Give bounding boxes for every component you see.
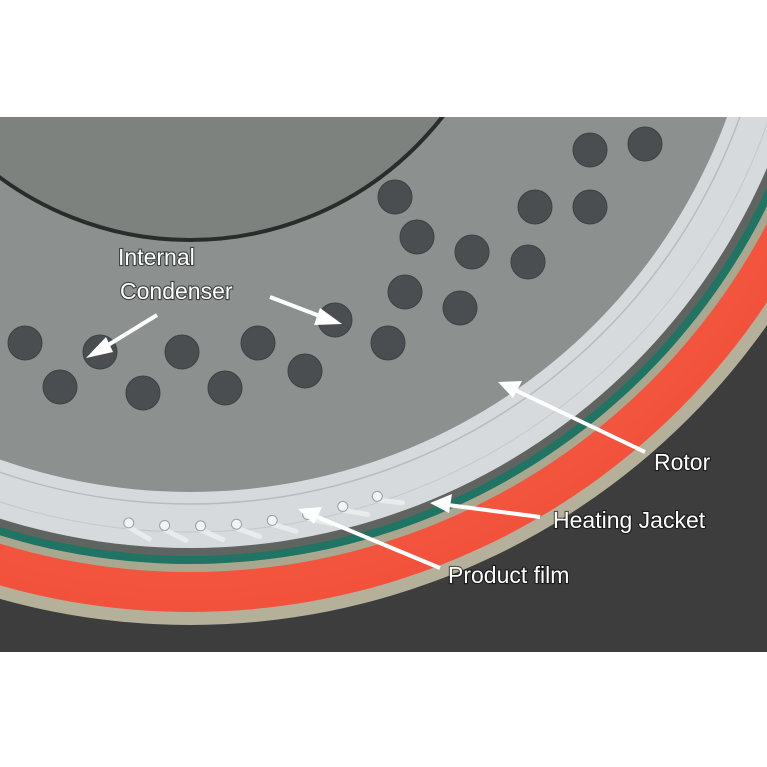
rotor-arrowhead: [498, 381, 522, 398]
wiper-blade: [371, 490, 406, 506]
label-internal-condenser-line1: Internal: [118, 244, 195, 270]
internal-condenser-arrowhead-2: [314, 308, 342, 325]
condenser-tube: [42, 369, 78, 405]
wiper-bolt: [337, 500, 349, 512]
wiper-bolt: [371, 490, 383, 502]
wiper-bolt: [195, 520, 207, 532]
condenser-tube: [517, 189, 553, 225]
cross-section-image: [0, 117, 767, 652]
condenser-tube: [510, 244, 546, 280]
wiper-blade: [266, 514, 299, 534]
wiper-blade-edge: [341, 507, 371, 517]
condenser-tube: [377, 179, 413, 215]
wiper-bolt: [123, 517, 135, 529]
condenser-tube: [240, 325, 276, 361]
label-heating-jacket: Heating Jacket: [553, 507, 706, 533]
callout-arrows: [86, 295, 646, 570]
condenser-tube: [572, 132, 608, 168]
heating-jacket-arrowhead: [430, 494, 452, 513]
condenser-tube: [399, 219, 435, 255]
condenser-tube: [164, 334, 200, 370]
wiper-blade: [337, 500, 371, 517]
condenser-tube: [387, 274, 423, 310]
wiper-blade: [195, 520, 226, 543]
wiper-blade: [230, 518, 263, 539]
rotor-arrow: [514, 388, 646, 454]
wiper-bolt: [230, 518, 242, 530]
wiper-blade-edge: [125, 524, 152, 542]
condenser-tube: [454, 234, 490, 270]
wiper-blade-edge: [270, 521, 299, 534]
wiper-bolt: [266, 514, 278, 526]
wiper-blade: [159, 519, 189, 543]
wiper-blade-edge: [161, 526, 189, 543]
product-film-arrow: [314, 514, 441, 570]
label-rotor: Rotor: [654, 449, 711, 475]
rotor-inner-edge: [0, 117, 741, 505]
wiper-blade-edge: [198, 527, 226, 543]
label-product-film: Product film: [448, 562, 569, 588]
condenser-tube: [627, 126, 663, 162]
internal-condenser-arrowhead: [86, 337, 113, 358]
wiper-blade: [123, 517, 152, 542]
rotor-groove: [0, 121, 767, 533]
product-film-arrowhead: [298, 507, 322, 524]
condenser-tube: [207, 370, 243, 406]
condenser-tube: [287, 353, 323, 389]
wiper-bolt: [159, 519, 171, 531]
condenser-tube: [370, 325, 406, 361]
internal-condenser-arrow: [98, 313, 159, 352]
heating-jacket-arrow: [447, 503, 541, 519]
condenser-tube: [572, 189, 608, 225]
label-internal-condenser-line2: Condenser: [120, 278, 233, 304]
condenser-tube: [7, 325, 43, 361]
condenser-tube: [442, 290, 478, 326]
wiper-blade-edge: [234, 525, 263, 539]
wiper-blade-edge: [376, 497, 406, 506]
internal-condenser-arrow-2: [269, 295, 326, 320]
condenser-tube: [125, 375, 161, 411]
inner-core: [0, 117, 445, 242]
